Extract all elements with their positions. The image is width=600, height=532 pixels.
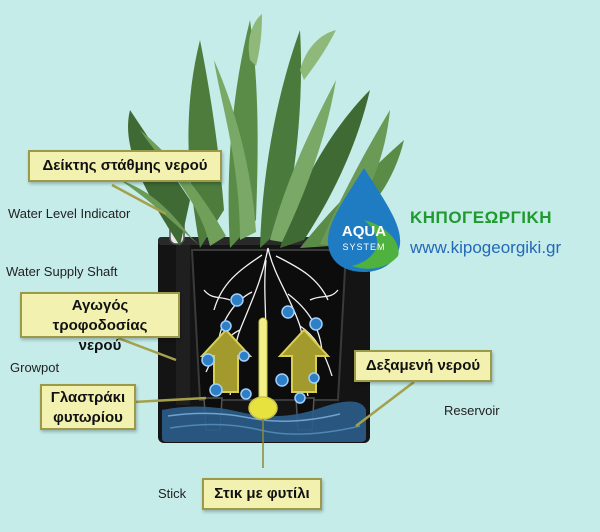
water-reservoir bbox=[162, 401, 366, 442]
label-growpot: Growpot bbox=[10, 360, 60, 375]
brand-name: ΚΗΠΟΓΕΩΡΓΙΚΗ bbox=[410, 208, 553, 227]
callout-stick-text: Στικ με φυτίλι bbox=[214, 485, 310, 502]
callout-reservoir: Δεξαμενή νερού bbox=[354, 350, 492, 382]
rosemary-plant bbox=[120, 14, 404, 248]
logo-text-aqua: AQUA bbox=[342, 223, 386, 240]
aqua-system-logo: AQUA SYSTEM bbox=[327, 168, 401, 272]
wick-stick bbox=[248, 317, 278, 468]
label-water-supply-shaft: Water Supply Shaft bbox=[6, 264, 118, 279]
label-reservoir: Reservoir bbox=[444, 403, 500, 418]
callout-water-level-indicator: Δείκτης στάθμης νερού bbox=[28, 150, 222, 182]
logo-text-system: SYSTEM bbox=[342, 242, 385, 252]
callout-reservoir-text: Δεξαμενή νερού bbox=[365, 357, 481, 374]
brand-url[interactable]: www.kipogeorgiki.gr bbox=[410, 238, 562, 257]
callout-growpot: Γλαστράκι φυτωρίου bbox=[40, 384, 136, 430]
callout-water-supply-shaft-text: Αγωγός τροφοδοσίας νερού bbox=[52, 297, 148, 354]
callout-stick: Στικ με φυτίλι bbox=[202, 478, 322, 510]
callout-water-level-indicator-text: Δείκτης στάθμης νερού bbox=[42, 157, 208, 174]
callout-growpot-text: Γλαστράκι φυτωρίου bbox=[50, 389, 126, 426]
callout-water-supply-shaft: Αγωγός τροφοδοσίας νερού bbox=[20, 292, 180, 354]
label-stick: Stick bbox=[158, 486, 187, 501]
water-bubbles bbox=[201, 293, 323, 404]
label-water-level-indicator: Water Level Indicator bbox=[8, 206, 131, 221]
leader-lines bbox=[111, 183, 415, 427]
